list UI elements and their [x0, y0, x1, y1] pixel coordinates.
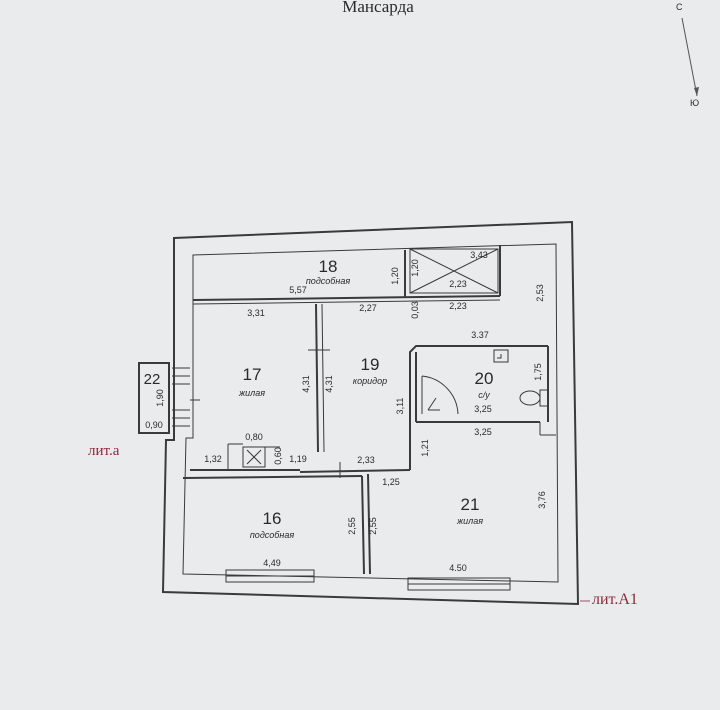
- label-lit-a1: лит.А1: [592, 591, 638, 608]
- dimensions: 3,43 1,20 1,20 2,23 2,23 5,57 2,27 2,53 …: [145, 250, 547, 573]
- room-16-name: подсобная: [250, 530, 294, 540]
- dim-label: 5,57: [289, 285, 307, 295]
- dim-label: 1,32: [204, 454, 222, 464]
- dim-label: 4,31: [324, 375, 334, 393]
- dim-label: 1,25: [382, 477, 400, 487]
- annex-22: [138, 362, 200, 434]
- room-17-name: жилая: [238, 388, 265, 398]
- dim-label: 3,11: [395, 398, 405, 415]
- interior-walls: [182, 245, 556, 591]
- room-19-number: 19: [361, 355, 380, 374]
- dim-label: 0,60: [273, 447, 283, 465]
- dim-label: 4,49: [263, 558, 281, 568]
- room-22-number: 22: [144, 371, 161, 388]
- dim-label: 1,20: [410, 259, 420, 277]
- dim-label: 2,55: [368, 517, 378, 535]
- dim-label: 4,31: [301, 375, 311, 393]
- dim-label: 1,90: [155, 389, 165, 407]
- dim-label: 3,43: [470, 250, 488, 260]
- outer-walls: [161, 220, 580, 606]
- room-21-number: 21: [461, 495, 480, 514]
- dim-label: 2,55: [347, 517, 357, 535]
- room-18-name: подсобная: [306, 276, 350, 286]
- sheet-title: Мансарда: [342, 0, 414, 16]
- dim-label: 2,33: [357, 455, 375, 465]
- dim-label: 0,90: [145, 420, 163, 430]
- label-lit-a: лит.а: [88, 443, 120, 459]
- dim-label: 1,75: [533, 363, 543, 381]
- room-20-number: 20: [475, 369, 494, 388]
- compass-icon: С Ю: [676, 2, 699, 108]
- compass-south: Ю: [690, 98, 699, 108]
- room-18-number: 18: [319, 257, 338, 276]
- room-17-number: 17: [243, 365, 262, 384]
- dim-label: 0,03: [410, 301, 420, 319]
- dim-label: 3,25: [474, 404, 492, 414]
- dim-label: 3,76: [537, 491, 547, 509]
- room-labels: 18 подсобная 17 жилая 19 коридор 20 с/у …: [144, 257, 494, 540]
- compass-north: С: [676, 2, 683, 12]
- dim-label: 3,25: [474, 427, 492, 437]
- room-16-number: 16: [263, 509, 282, 528]
- dim-label: 1,20: [390, 267, 400, 285]
- dim-label: 2,53: [535, 284, 545, 302]
- dim-label: 2,23: [449, 301, 467, 311]
- dim-label: 3,31: [247, 308, 265, 318]
- dim-label: 3.37: [471, 330, 489, 340]
- dim-label: 2,27: [359, 303, 377, 313]
- room-20-name: с/у: [478, 390, 490, 400]
- dim-label: 0,80: [245, 432, 263, 442]
- dim-label: 2,23: [449, 279, 467, 289]
- dim-label: 1,21: [420, 439, 430, 457]
- dim-label: 4.50: [449, 563, 467, 573]
- room-19-name: коридор: [353, 376, 387, 386]
- room-21-name: жилая: [456, 516, 483, 526]
- dim-label: 1,19: [289, 454, 307, 464]
